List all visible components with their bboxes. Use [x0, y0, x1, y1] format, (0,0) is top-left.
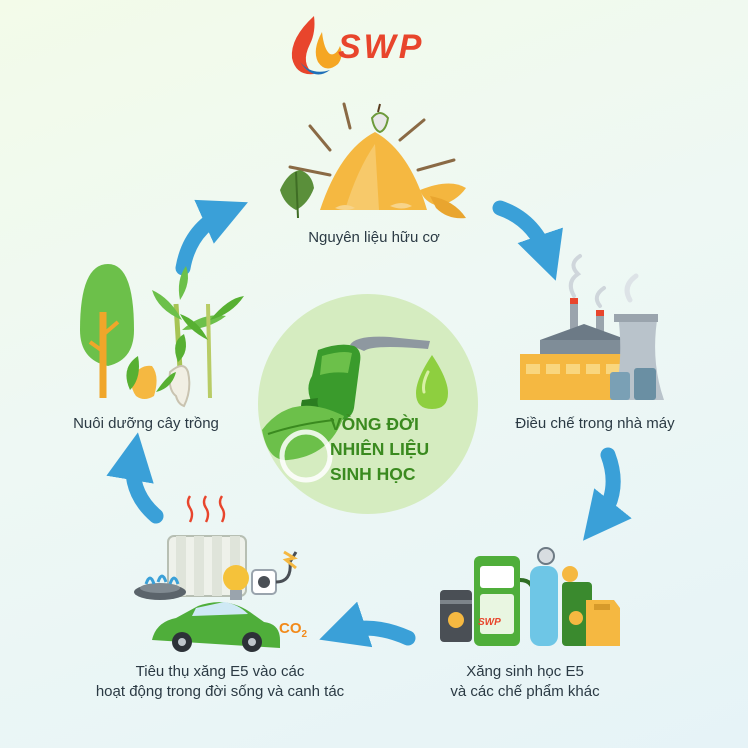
stage-label-organic-material: Nguyên liệu hữu cơ: [308, 229, 440, 246]
stage-label-line: Tiêu thụ xăng E5 vào các: [135, 663, 305, 680]
fuel-nozzle-leaf-icon: [262, 336, 448, 483]
cycle-arrow: [492, 200, 563, 281]
center-title: VÒNG ĐỜI NHIÊN LIỆU SINH HỌC: [330, 412, 470, 487]
center-title-line: SINH HỌC: [330, 464, 416, 484]
flame-logo-icon: [291, 16, 342, 75]
co2-main: CO: [279, 620, 302, 637]
stage-label-line: Xăng sinh học E5: [466, 663, 584, 680]
stage-label-line: hoạt động trong đời sống và canh tác: [95, 683, 345, 700]
organic-material-pile-icon: [280, 102, 466, 219]
cycle-arrow: [583, 447, 632, 541]
car-stove-lightbulb-icon: [134, 495, 298, 652]
cycle-arrow: [175, 199, 248, 276]
co2-subscript: 2: [301, 629, 308, 640]
cycle-arrow: [319, 601, 416, 648]
center-title-line: VÒNG ĐỜI: [330, 414, 419, 434]
stage-label-biofuel: Xăng sinh học E5 và các chế phẩm khác: [440, 662, 610, 702]
co2-label: CO2: [279, 620, 307, 640]
center-title-line: NHIÊN LIỆU: [330, 439, 430, 459]
brand-logo: SWP: [288, 14, 468, 78]
stage-label-line: và các chế phẩm khác: [450, 683, 600, 700]
center-circle: [258, 294, 478, 514]
brand-name: SWP: [338, 28, 425, 66]
stage-label-crops: Nuôi dưỡng cây trồng: [73, 415, 219, 432]
fuel-pump-barrels-icon: [440, 547, 620, 646]
trees-crops-icon: [80, 264, 244, 408]
pump-logo: SWP: [478, 617, 501, 628]
factory-icon: [520, 254, 664, 400]
stage-label-factory: Điều chế trong nhà máy: [515, 415, 675, 432]
stage-label-consumption: Tiêu thụ xăng E5 vào các hoạt động trong…: [78, 662, 362, 702]
cycle-arrow: [106, 432, 164, 524]
